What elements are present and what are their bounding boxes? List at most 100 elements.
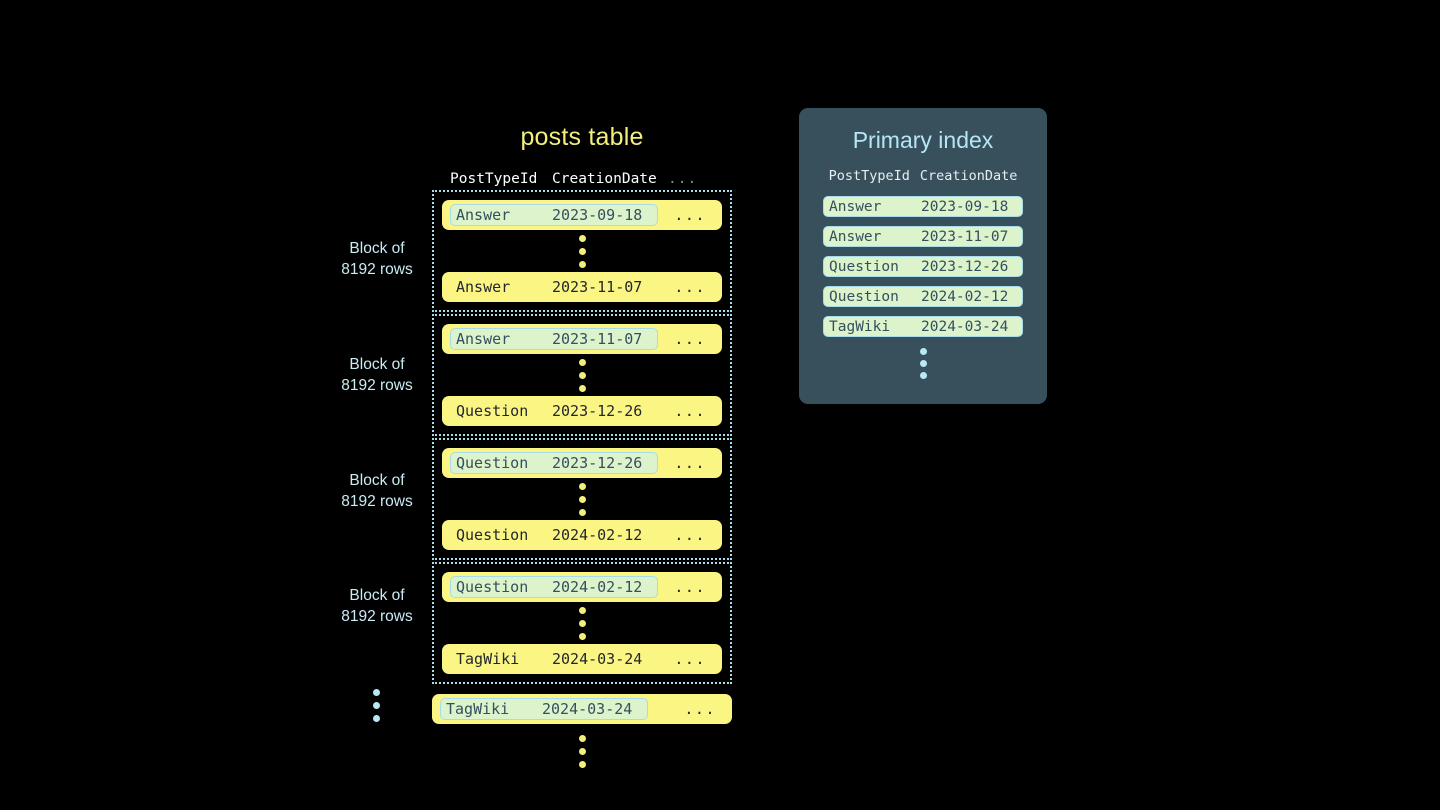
cell-creationdate: 2023-11-07 — [921, 228, 1009, 245]
table-continues-ellipsis-left — [362, 684, 390, 726]
block-label-line2: 8192 rows — [341, 493, 413, 510]
table-row[interactable]: Answer 2023-11-07 ... — [442, 272, 722, 302]
block-label-line2: 8192 rows — [341, 608, 413, 625]
block-label-line1: Block of — [349, 356, 405, 373]
cell-posttypeid: Answer — [456, 206, 511, 224]
column-header-more: ... — [668, 171, 698, 187]
rows-ellipsis — [442, 230, 722, 272]
ellipsis-dot — [372, 688, 380, 696]
table-row-trailing[interactable]: TagWiki 2024-03-24 ... — [432, 694, 732, 724]
table-row[interactable]: Answer 2023-09-18 ... — [442, 200, 722, 230]
block-1: Answer 2023-09-18 ... Answer 2023-11-07 … — [432, 190, 732, 312]
row-cells: Question 2023-12-26 — [450, 400, 658, 422]
table-row[interactable]: Question 2023-12-26 ... — [442, 448, 722, 478]
cell-creationdate: 2023-11-07 — [552, 330, 643, 348]
index-row[interactable]: Question 2024-02-12 — [823, 286, 1023, 307]
block-2: Answer 2023-11-07 ... Question 2023-12-2… — [432, 314, 732, 436]
index-continues-ellipsis — [823, 346, 1023, 380]
block-label-3: Block of 8192 rows — [312, 470, 442, 512]
ellipsis-dot — [578, 371, 586, 379]
table-row[interactable]: Question 2024-02-12 ... — [442, 520, 722, 550]
ellipsis-dot — [578, 760, 586, 768]
cell-posttypeid: Answer — [456, 278, 511, 296]
cell-posttypeid: Question — [456, 526, 529, 544]
cell-more: ... — [674, 278, 706, 296]
block-3: Question 2023-12-26 ... Question 2024-02… — [432, 438, 732, 560]
ellipsis-dot — [578, 734, 586, 742]
cell-creationdate: 2024-03-24 — [552, 650, 643, 668]
row-cells: Question 2024-02-12 — [450, 576, 658, 598]
row-cells: Answer 2023-11-07 — [450, 328, 658, 350]
column-header-creationdate: CreationDate — [552, 171, 657, 187]
block-label-1: Block of 8192 rows — [312, 238, 442, 280]
table-continues-ellipsis — [432, 730, 732, 772]
block-label-2: Block of 8192 rows — [312, 354, 442, 396]
column-header-posttypeid: PostTypeId — [450, 171, 538, 187]
row-cells: TagWiki 2024-03-24 — [440, 698, 648, 720]
cell-posttypeid: Question — [456, 578, 529, 596]
ellipsis-dot — [578, 234, 586, 242]
row-cells: Question 2024-02-12 — [450, 524, 658, 546]
block-label-4: Block of 8192 rows — [312, 585, 442, 627]
ellipsis-dot — [578, 358, 586, 366]
cell-posttypeid: Question — [829, 288, 899, 305]
table-row[interactable]: TagWiki 2024-03-24 ... — [442, 644, 722, 674]
index-row[interactable]: TagWiki 2024-03-24 — [823, 316, 1023, 337]
index-row[interactable]: Answer 2023-09-18 — [823, 196, 1023, 217]
cell-creationdate: 2023-12-26 — [552, 454, 643, 472]
block-label-line1: Block of — [349, 240, 405, 257]
cell-posttypeid: TagWiki — [829, 318, 891, 335]
ellipsis-dot — [578, 508, 586, 516]
ellipsis-dot — [919, 371, 927, 379]
ellipsis-dot — [919, 359, 927, 367]
table-row[interactable]: Answer 2023-11-07 ... — [442, 324, 722, 354]
ellipsis-dot — [578, 619, 586, 627]
column-header-creationdate: CreationDate — [919, 168, 1018, 184]
row-cells: Answer 2023-09-18 — [450, 204, 658, 226]
ellipsis-dot — [578, 260, 586, 268]
block-label-line1: Block of — [349, 587, 405, 604]
index-row[interactable]: Answer 2023-11-07 — [823, 226, 1023, 247]
block-label-line1: Block of — [349, 472, 405, 489]
block-label-line2: 8192 rows — [341, 261, 413, 278]
cell-creationdate: 2023-11-07 — [552, 278, 643, 296]
cell-creationdate: 2023-09-18 — [921, 198, 1009, 215]
table-row[interactable]: Question 2024-02-12 ... — [442, 572, 722, 602]
primary-index-column-headers: PostTypeId CreationDate — [799, 168, 1047, 184]
ellipsis-dot — [372, 701, 380, 709]
row-cells: TagWiki 2024-03-24 — [450, 648, 658, 670]
ellipsis-dot — [578, 495, 586, 503]
ellipsis-dot — [919, 347, 927, 355]
cell-more: ... — [674, 330, 706, 348]
ellipsis-dot — [578, 632, 586, 640]
ellipsis-dot — [578, 384, 586, 392]
cell-posttypeid: Question — [456, 402, 529, 420]
posts-table: posts table PostTypeId CreationDate ... … — [432, 120, 732, 772]
primary-index-panel: Primary index PostTypeId CreationDate An… — [799, 108, 1047, 404]
cell-posttypeid: TagWiki — [456, 650, 520, 668]
primary-index-rows: Answer 2023-09-18 Answer 2023-11-07 Ques… — [799, 196, 1047, 380]
cell-posttypeid: Answer — [456, 330, 511, 348]
row-cells: Question 2023-12-26 — [450, 452, 658, 474]
cell-creationdate: 2023-12-26 — [552, 402, 643, 420]
ellipsis-dot — [578, 482, 586, 490]
cell-more: ... — [674, 454, 706, 472]
cell-creationdate: 2024-03-24 — [542, 700, 633, 718]
table-row[interactable]: Question 2023-12-26 ... — [442, 396, 722, 426]
block-label-line2: 8192 rows — [341, 377, 413, 394]
cell-more: ... — [674, 206, 706, 224]
rows-ellipsis — [442, 602, 722, 644]
cell-creationdate: 2024-02-12 — [552, 578, 643, 596]
cell-posttypeid: Question — [829, 258, 899, 275]
block-4: Question 2024-02-12 ... TagWiki 2024-03-… — [432, 562, 732, 684]
cell-posttypeid: Answer — [829, 198, 882, 215]
cell-creationdate: 2023-09-18 — [552, 206, 643, 224]
cell-more: ... — [674, 402, 706, 420]
index-row[interactable]: Question 2023-12-26 — [823, 256, 1023, 277]
cell-more: ... — [684, 700, 716, 718]
ellipsis-dot — [578, 606, 586, 614]
cell-more: ... — [674, 526, 706, 544]
cell-creationdate: 2024-02-12 — [921, 288, 1009, 305]
rows-ellipsis — [442, 478, 722, 520]
column-header-posttypeid: PostTypeId — [828, 168, 910, 184]
